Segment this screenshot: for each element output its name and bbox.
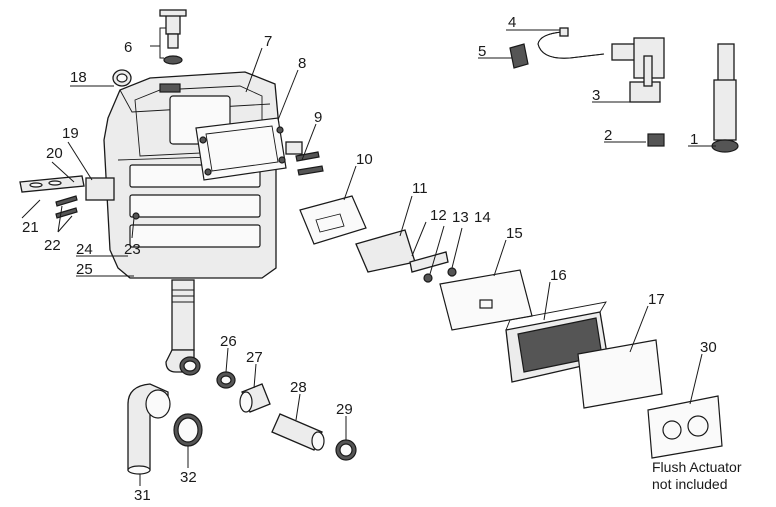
- screws-9: [285, 141, 324, 176]
- frame-plate: [195, 117, 287, 181]
- clip-5: [509, 43, 529, 69]
- nut-13: [423, 273, 433, 283]
- callout-11: 11: [412, 180, 428, 197]
- callout-22: 22: [44, 237, 61, 254]
- part-2: [647, 133, 665, 147]
- callout-3: 3: [592, 87, 600, 104]
- callout-32: 32: [180, 469, 197, 486]
- callout-18: 18: [70, 69, 87, 86]
- elbow-31: [127, 383, 171, 475]
- callout-28: 28: [290, 379, 307, 396]
- rod-12: [409, 251, 449, 273]
- flush-pipe: [165, 279, 201, 376]
- callout-26: 26: [220, 333, 237, 350]
- mounting-plate-15: [439, 269, 533, 331]
- callout-labels: 1 2 3 4 5 6 7 8 9 10 11 12 13 14 15 16 1…: [22, 14, 742, 504]
- callout-16: 16: [550, 267, 567, 284]
- note-line-1: Flush Actuator: [652, 459, 742, 475]
- valve-6: [159, 9, 187, 65]
- bracket-11: [355, 229, 416, 273]
- note-line-2: not included: [652, 476, 728, 492]
- hose-4: [537, 27, 605, 59]
- callout-29: 29: [336, 401, 353, 418]
- callout-23: 23: [124, 241, 141, 258]
- screws-22: [55, 195, 78, 219]
- pipe-28: [271, 413, 325, 451]
- callout-24: 24: [76, 241, 93, 258]
- callout-4: 4: [508, 14, 516, 31]
- nut-14: [447, 267, 457, 277]
- leader-lines: [21, 27, 716, 486]
- cover-plate-10: [299, 195, 367, 245]
- callout-14: 14: [474, 209, 491, 226]
- callout-13: 13: [452, 209, 469, 226]
- callout-21: 21: [22, 219, 39, 236]
- screw-23: [132, 212, 140, 220]
- wall-bracket: [19, 175, 115, 201]
- callout-25: 25: [76, 261, 93, 278]
- callout-2: 2: [604, 127, 612, 144]
- callout-20: 20: [46, 145, 63, 162]
- callout-6: 6: [124, 39, 132, 56]
- fill-valve-3: [611, 37, 665, 103]
- callout-17: 17: [648, 291, 665, 308]
- callout-30: 30: [700, 339, 717, 356]
- panel-17: [577, 339, 663, 409]
- callout-27: 27: [246, 349, 263, 366]
- flush-valve-1: [711, 43, 739, 153]
- callout-8: 8: [298, 55, 306, 72]
- callout-10: 10: [356, 151, 373, 168]
- callout-12: 12: [430, 207, 447, 224]
- callout-19: 19: [62, 125, 79, 142]
- sleeve-27: [239, 383, 271, 413]
- callout-5: 5: [478, 43, 486, 60]
- callout-9: 9: [314, 109, 322, 126]
- callout-1: 1: [690, 131, 698, 148]
- callout-7: 7: [264, 33, 272, 50]
- callout-31: 31: [134, 487, 151, 504]
- callout-15: 15: [506, 225, 523, 242]
- flush-actuator-30: [647, 395, 723, 459]
